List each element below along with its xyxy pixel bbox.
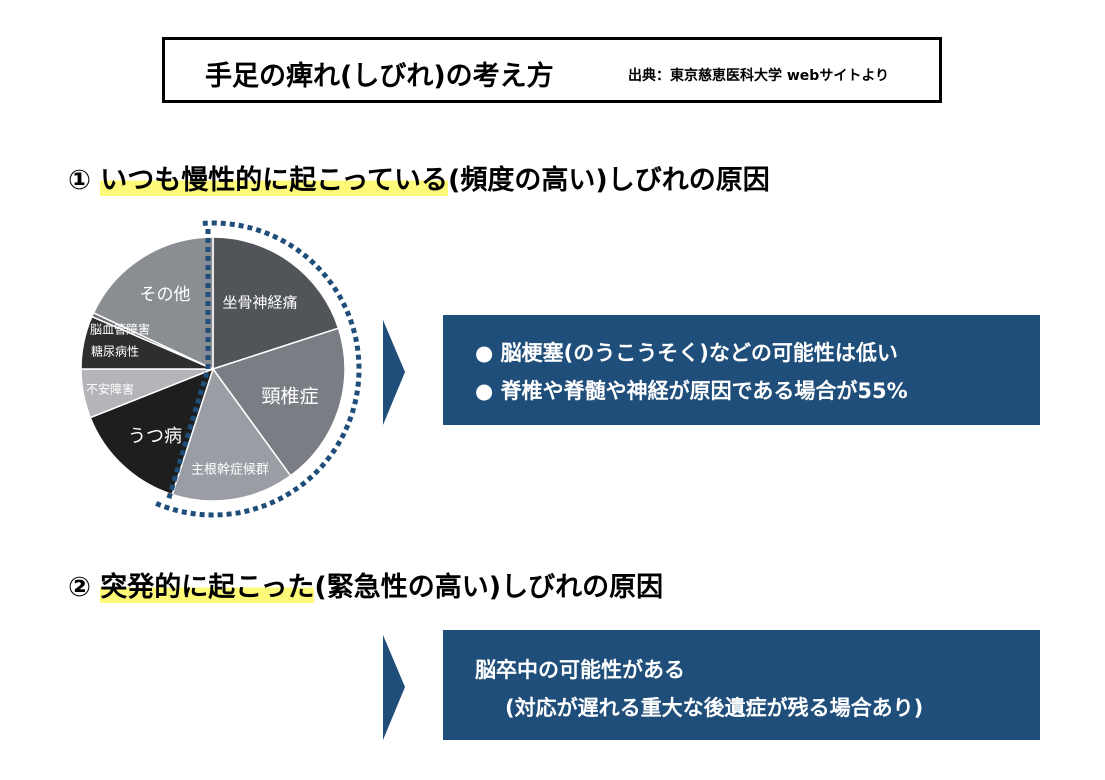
section1-rest: (頻度の高い)しびれの原因 — [448, 165, 770, 196]
section2-heading: ② 突発的に起こった(緊急性の高い)しびれの原因 — [68, 565, 663, 604]
pie-slice-2 — [171, 367, 292, 502]
section2-highlight: 突発的に起こった — [100, 572, 315, 603]
section1-info-box: ● 脳梗塞(のうこうそく)などの可能性は低い ● 脊椎や脊髄や神経が原因である場… — [443, 315, 1040, 425]
pie-label-1: 頸椎症 — [261, 386, 318, 408]
section1-number: ① — [68, 165, 91, 196]
pie-label-4: 不安障害 — [86, 382, 134, 397]
section2-number: ② — [68, 572, 91, 603]
pie-label-0: 坐骨神経痛 — [222, 294, 297, 312]
pie-label-6: 脳血管障害 — [90, 322, 150, 337]
section2-rest: (緊急性の高い)しびれの原因 — [314, 572, 664, 603]
bullet-1: ● 脳梗塞(のうこうそく)などの可能性は低い — [475, 341, 898, 365]
section1-heading: ① いつも慢性的に起こっている(頻度の高い)しびれの原因 — [68, 158, 770, 197]
highlight-dotted-arc — [154, 220, 362, 518]
pie-label-5: 糖尿病性 — [91, 344, 139, 359]
pie-slice-7 — [92, 236, 214, 371]
pie-label-3: うつ病 — [128, 426, 182, 447]
highlight-dotted-radius — [165, 229, 211, 502]
pie-label-7: その他 — [140, 285, 191, 305]
arrow-right-icon-2 — [383, 635, 405, 740]
info-line-1: 脳卒中の可能性がある — [475, 658, 685, 682]
pie-slice-0 — [212, 236, 340, 371]
arrow-right-icon-1 — [383, 320, 405, 425]
bullet-2: ● 脊椎や脊髄や神経が原因である場合が55% — [475, 379, 908, 403]
section1-highlight: いつも慢性的に起こっている — [100, 165, 449, 196]
pie-slice-1 — [211, 327, 346, 477]
info-line-2: (対応が遅れる重大な後遺症が残る場合あり) — [505, 696, 924, 720]
pie-label-2: 主根幹症候群 — [191, 462, 269, 478]
source-note: 出典：東京慈恵医科大学 webサイトより — [628, 68, 890, 84]
page-title: 手足の痺れ(しびれ)の考え方 — [205, 61, 554, 92]
title-box: 手足の痺れ(しびれ)の考え方 出典：東京慈恵医科大学 webサイトより — [162, 37, 942, 103]
pie-slice-3 — [89, 367, 215, 496]
section2-info-box: 脳卒中の可能性がある (対応が遅れる重大な後遺症が残る場合あり) — [443, 630, 1040, 740]
